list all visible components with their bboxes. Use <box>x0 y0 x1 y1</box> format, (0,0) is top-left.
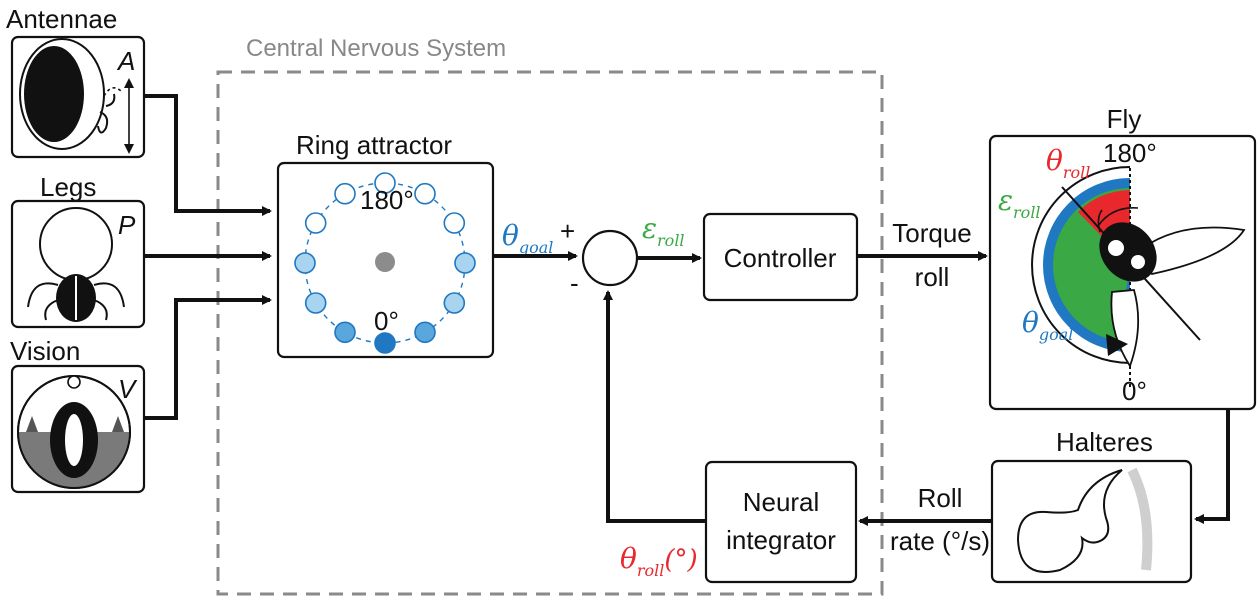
fly-theta-roll-label: θroll <box>1046 144 1090 182</box>
fly-epsilon-roll-label: εroll <box>998 184 1041 222</box>
ring-node <box>304 292 327 314</box>
outer-arc <box>1031 166 1131 364</box>
ring-center-dot <box>375 252 395 272</box>
ring-node <box>443 292 466 314</box>
vision-title: Vision <box>10 336 80 366</box>
haltere-body-shade <box>1127 467 1153 571</box>
legs-title: Legs <box>40 172 96 202</box>
ring-node <box>414 182 436 205</box>
ring-node <box>304 212 327 234</box>
antennae-box: A <box>10 35 146 159</box>
ring-label-180: 180° <box>360 185 414 215</box>
torque-label-line2: roll <box>915 262 950 292</box>
integrator-line1: Neural <box>743 487 820 517</box>
antennae-title: Antennae <box>6 4 117 34</box>
ring-node <box>334 182 356 205</box>
legs-box: P <box>10 199 146 329</box>
controller-label: Controller <box>724 243 837 273</box>
ring-node <box>454 252 476 274</box>
legs-letter: P <box>118 210 136 240</box>
roll-rate-line1: Roll <box>918 483 963 513</box>
sun-icon <box>67 375 81 389</box>
ring-label-0: 0° <box>374 306 399 336</box>
antenna-icon <box>97 93 116 134</box>
halteres-title: Halteres <box>1056 427 1153 457</box>
fly-box: 180° 0° θroll εroll θgoal <box>988 134 1257 411</box>
integrator-line2: integrator <box>726 525 836 555</box>
minus-sign: - <box>570 268 579 298</box>
vision-box: V <box>10 364 146 494</box>
vision-letter: V <box>118 374 138 404</box>
theta-roll-feedback-label: θroll(°) <box>620 542 698 580</box>
ring-title: Ring attractor <box>296 130 452 160</box>
ring-nodes <box>294 172 476 354</box>
fly-label-180: 180° <box>1103 138 1157 168</box>
fly-to-halteres-wire <box>1194 409 1230 524</box>
fly-title: Fly <box>1107 104 1142 134</box>
tree-icon <box>26 416 124 432</box>
fly-theta-goal-label: θgoal <box>1022 306 1073 344</box>
fly-label-0: 0° <box>1122 376 1147 406</box>
roll-rate-line2: rate (°/s) <box>890 526 990 556</box>
ring-node <box>374 332 396 354</box>
ring-attractor-box: 180° 0° <box>276 161 495 359</box>
vision-wire <box>144 295 272 420</box>
antennae-letter: A <box>116 46 135 76</box>
ring-node <box>294 252 316 274</box>
cns-title: Central Nervous System <box>246 35 506 62</box>
eye-icon <box>24 46 84 142</box>
goal-arrow-icon <box>1106 334 1128 356</box>
ball-icon <box>39 207 113 281</box>
cns-boundary <box>216 70 884 596</box>
halteres-box <box>990 459 1193 584</box>
summing-junction <box>581 229 639 287</box>
ring-node <box>414 321 436 344</box>
feedback-wire <box>603 290 706 523</box>
fly-wing-icon <box>1138 226 1246 276</box>
antennae-wire <box>144 94 272 216</box>
integrator-box <box>704 460 858 584</box>
ring-node <box>374 172 396 194</box>
plus-sign: + <box>560 216 575 246</box>
torque-label-line1: Torque <box>892 218 972 248</box>
legs-icon <box>27 282 125 321</box>
ring-node <box>443 212 466 234</box>
theta-goal-label: θgoal <box>502 219 553 257</box>
epsilon-roll-label: εroll <box>642 212 685 250</box>
haltere-icon <box>1016 469 1123 573</box>
ring-node <box>334 321 356 344</box>
